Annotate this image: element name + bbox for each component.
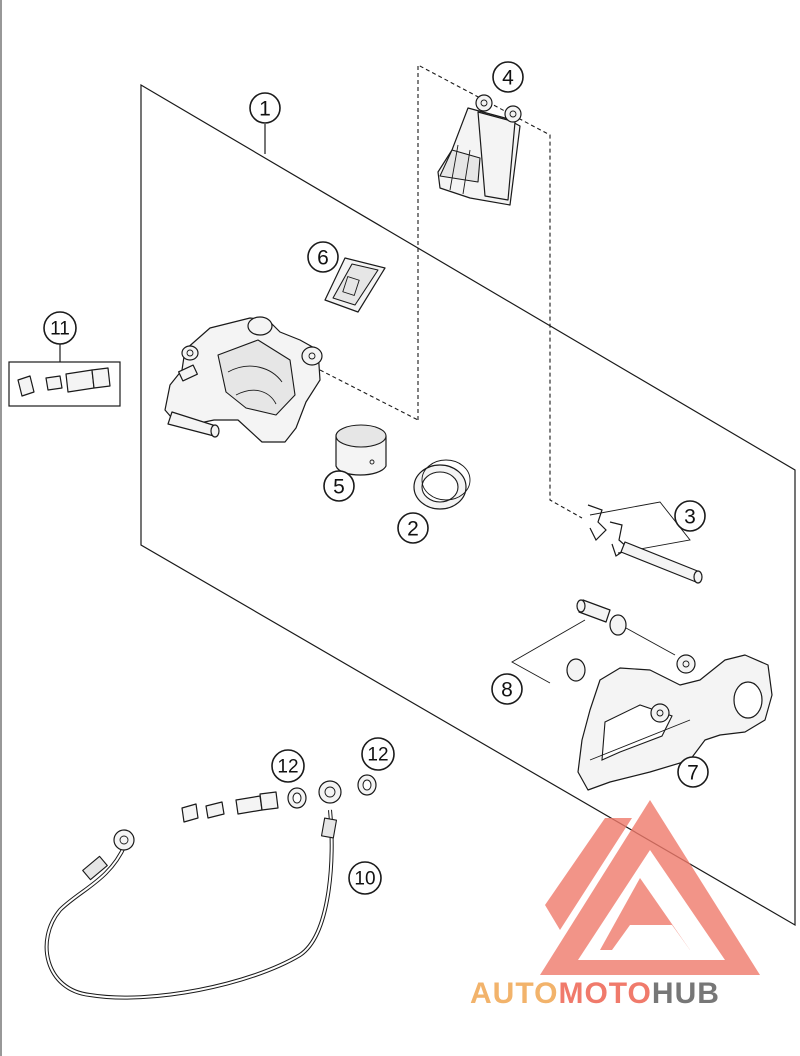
callout-3-label: 3 (684, 506, 696, 529)
automotohub-logo (540, 800, 760, 975)
callout-12a-label: 12 (277, 757, 298, 778)
callout-5: 5 (323, 470, 355, 502)
callout-6: 6 (307, 241, 339, 273)
washers (287, 774, 377, 809)
logo-word-hub: HUB (652, 977, 720, 1010)
callout-11: 11 (43, 311, 77, 345)
brake-pads (437, 94, 522, 206)
callout-5-label: 5 (333, 476, 345, 499)
callout-1-label: 1 (259, 98, 271, 121)
callout-8-label: 8 (501, 679, 513, 702)
callout-7-label: 7 (687, 762, 699, 785)
callout-8: 8 (491, 673, 523, 705)
bracket-bushings (511, 599, 676, 684)
callout-6-label: 6 (317, 247, 329, 270)
assembly-frame (140, 83, 796, 927)
caliper-support-bracket (577, 654, 773, 791)
callout-10-label: 10 (354, 869, 375, 890)
callout-3: 3 (674, 500, 706, 532)
callout-4-label: 4 (502, 67, 514, 90)
callout-10: 10 (348, 861, 382, 895)
callout-12a: 12 (271, 749, 305, 783)
dashed-group-4 (417, 64, 583, 519)
logo-word-moto: MOTO (558, 977, 651, 1010)
leader-caliper-pin (319, 369, 419, 421)
callout-12b: 12 (361, 737, 395, 771)
bleeder-kit (8, 343, 121, 407)
callout-2-label: 2 (407, 518, 419, 541)
callout-11-label: 11 (50, 319, 70, 340)
banjo-bolt-parts (181, 791, 279, 823)
brake-caliper (164, 316, 323, 443)
callout-1: 1 (249, 92, 281, 124)
seal-rings (413, 459, 471, 510)
callout-4: 4 (492, 61, 524, 93)
logo-wordmark: AUTOMOTOHUB (470, 977, 720, 1010)
brake-hose (44, 780, 342, 1000)
callout-7: 7 (677, 756, 709, 788)
pin-and-clips (587, 501, 703, 584)
piston (335, 424, 387, 476)
callout-12b-label: 12 (367, 745, 388, 766)
pad-spring (324, 257, 386, 313)
logo-word-auto: AUTO (470, 977, 558, 1010)
callout-2: 2 (397, 512, 429, 544)
